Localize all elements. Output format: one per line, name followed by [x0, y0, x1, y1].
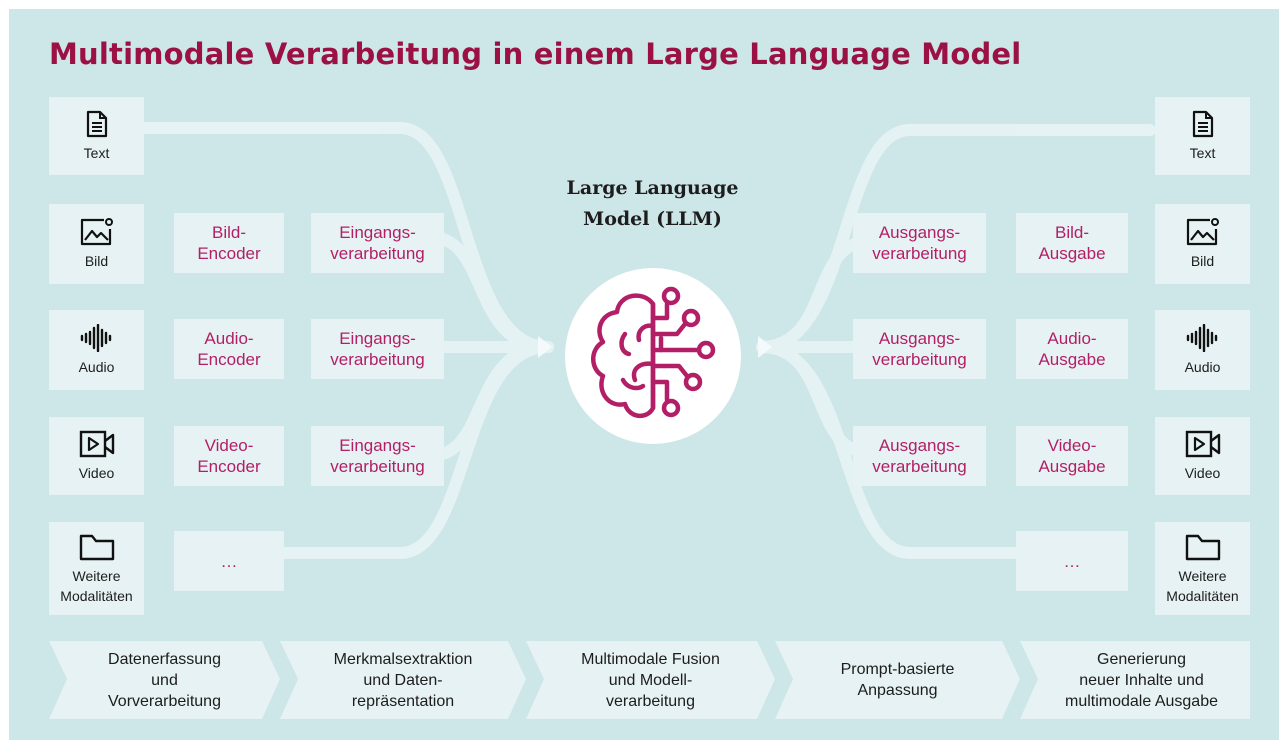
stage-shape-4 — [775, 641, 1020, 719]
stage-3-label: Multimodale Fusion und Modell- verarbeit… — [581, 650, 720, 710]
output-modality-weitere: Weitere Modalitäten — [1155, 522, 1250, 615]
input-modality-text: Text — [49, 97, 144, 175]
image-icon — [1185, 217, 1221, 247]
diagram-title: Multimodale Verarbeitung in einem Large … — [49, 37, 1022, 71]
modality-label: Bild — [1190, 253, 1215, 269]
brain-circuit-icon — [591, 286, 716, 418]
weitere-encoder-ellipsis: … — [174, 531, 284, 591]
output-modality-text: Text — [1155, 97, 1250, 175]
llm-title: Large Language Model (LLM) — [545, 173, 760, 235]
input-modality-video: Video — [49, 417, 144, 495]
audio-ausgangsverarbeitung: Ausgangs- verarbeitung — [853, 319, 986, 379]
stage-shape-3 — [526, 641, 775, 719]
video-ausgabe: Video- Ausgabe — [1016, 426, 1128, 486]
modality-label: Bild — [84, 253, 109, 269]
document-icon — [1185, 109, 1221, 139]
llm-circle — [565, 268, 741, 444]
bild-encoder: Bild- Encoder — [174, 213, 284, 273]
video-encoder: Video- Encoder — [174, 426, 284, 486]
document-icon — [79, 109, 115, 139]
stage-1-label: Datenerfassung und Vorverarbeitung — [108, 650, 221, 710]
input-modality-weitere: Weitere Modalitäten — [49, 522, 144, 615]
bild-eingangsverarbeitung: Eingangs- verarbeitung — [311, 213, 444, 273]
stage-4-label: Prompt-basierte Anpassung — [840, 661, 955, 699]
modality-label: Text — [1189, 145, 1216, 161]
flow-out-more — [756, 341, 1028, 559]
modality-label: Weitere Modalitäten — [1166, 567, 1239, 604]
video-icon — [1185, 429, 1221, 459]
output-modality-audio: Audio — [1155, 310, 1250, 390]
video-icon — [79, 429, 115, 459]
video-eingangsverarbeitung: Eingangs- verarbeitung — [311, 426, 444, 486]
input-modality-audio: Audio — [49, 310, 144, 390]
audio-wave-icon — [1185, 323, 1221, 353]
weitere-ausgabe-ellipsis: … — [1016, 531, 1128, 591]
modality-label: Video — [78, 465, 115, 481]
bild-ausgabe: Bild- Ausgabe — [1016, 213, 1128, 273]
folder-icon — [1185, 532, 1221, 562]
llm-title-line1: Large Language — [566, 177, 739, 199]
video-ausgangsverarbeitung: Ausgangs- verarbeitung — [853, 426, 986, 486]
stage-2-label: Merkmalsextraktion und Daten- repräsenta… — [333, 650, 473, 710]
flow-in-more — [279, 341, 554, 559]
bild-ausgangsverarbeitung: Ausgangs- verarbeitung — [853, 213, 986, 273]
image-icon — [79, 217, 115, 247]
flow-out-arrowhead — [758, 336, 772, 358]
input-modality-bild: Bild — [49, 204, 144, 284]
audio-wave-icon — [79, 323, 115, 353]
modality-label: Audio — [1184, 359, 1221, 375]
flow-in-arrowhead — [538, 336, 552, 358]
folder-icon — [79, 532, 115, 562]
audio-eingangsverarbeitung: Eingangs- verarbeitung — [311, 319, 444, 379]
output-modality-bild: Bild — [1155, 204, 1250, 284]
modality-label: Audio — [78, 359, 115, 375]
modality-label: Video — [1184, 465, 1221, 481]
stage-shape-5 — [1020, 641, 1250, 719]
stage-shape-2 — [280, 641, 526, 719]
audio-encoder: Audio- Encoder — [174, 319, 284, 379]
modality-label: Weitere Modalitäten — [60, 567, 133, 604]
llm-title-line2: Model (LLM) — [583, 208, 722, 230]
modality-label: Text — [83, 145, 110, 161]
audio-ausgabe: Audio- Ausgabe — [1016, 319, 1128, 379]
stage-shape-1 — [49, 641, 280, 719]
stage-5-label: Generierung neuer Inhalte und multimodal… — [1065, 650, 1218, 710]
output-modality-video: Video — [1155, 417, 1250, 495]
